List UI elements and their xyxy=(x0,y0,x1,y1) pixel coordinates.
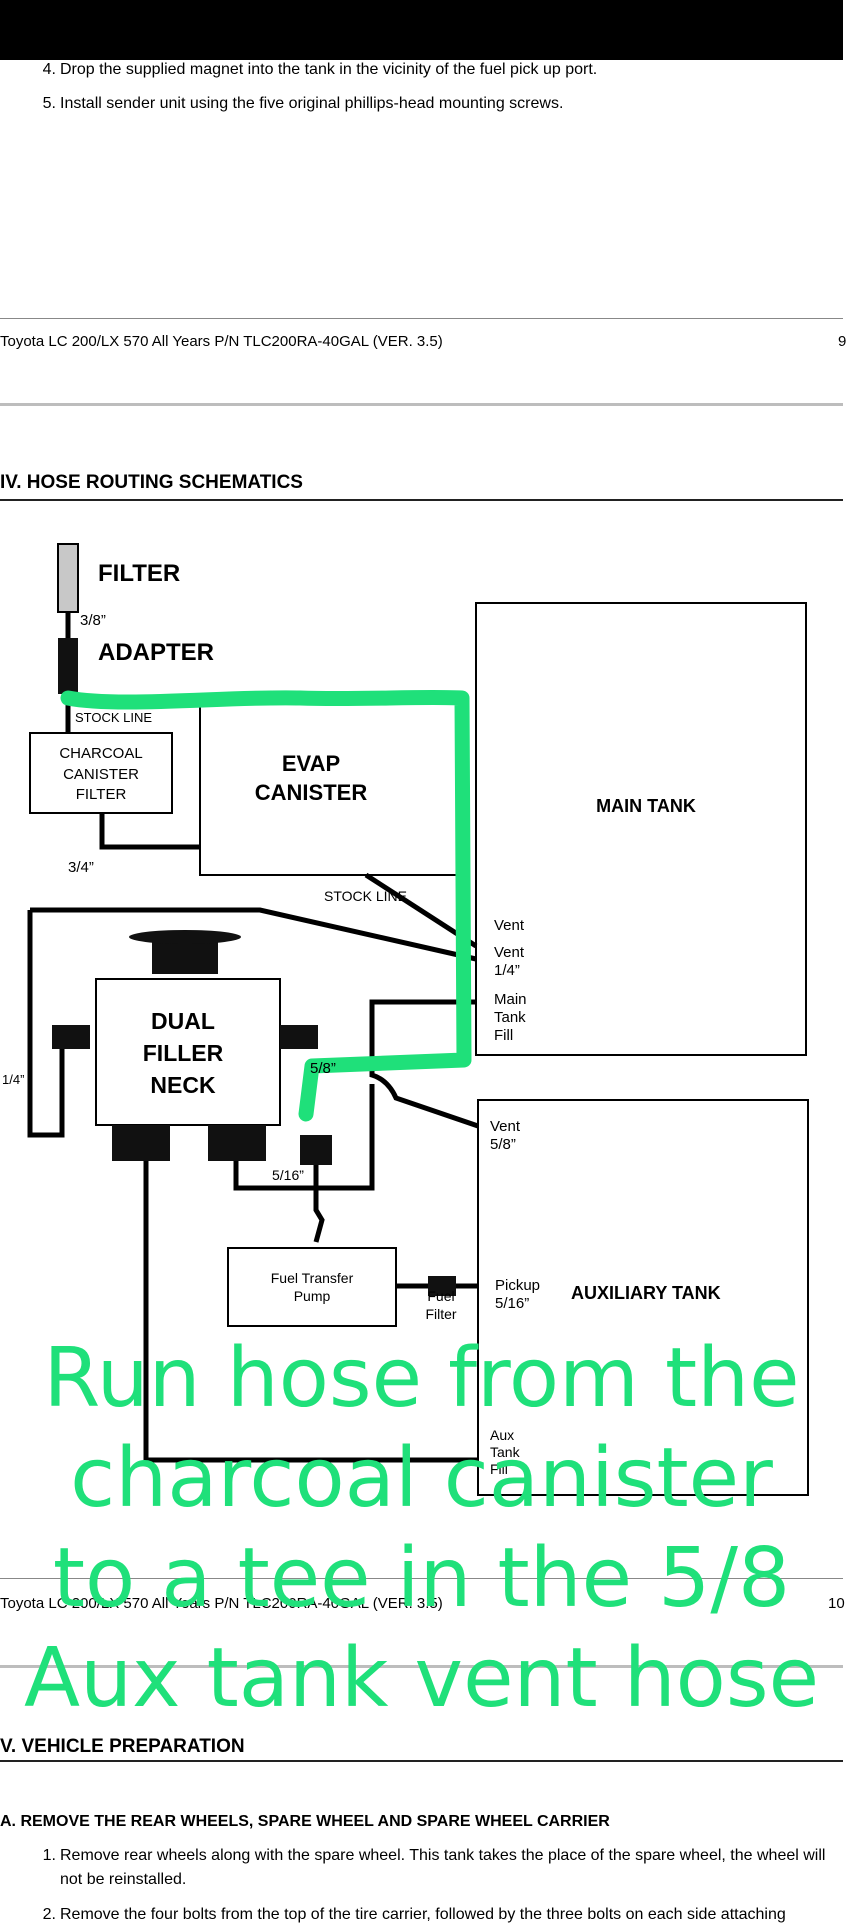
adapter-icon xyxy=(58,638,78,694)
heading-rule xyxy=(0,1760,843,1762)
diagram-shape xyxy=(99,813,200,850)
page-footer: Toyota LC 200/LX 570 All Years P/N TLC20… xyxy=(0,333,443,350)
diagram-label: Vent xyxy=(494,917,525,934)
hose-routing-diagram: FILTER 3/8” ADAPTER STOCK LINE CHARCOAL … xyxy=(2,543,809,1496)
diagram-shape xyxy=(112,1125,170,1161)
page-break xyxy=(0,1665,843,1668)
page-number: 9 xyxy=(838,333,846,350)
diagram-label: Tank xyxy=(494,1009,526,1026)
filter-icon xyxy=(57,543,79,613)
diagram-label: MAIN TANK xyxy=(596,796,696,816)
diagram-label: CANISTER xyxy=(255,780,368,805)
fuel-filter-icon xyxy=(428,1276,456,1296)
diagram-label: NECK xyxy=(150,1072,216,1098)
diagram-label: Vent xyxy=(490,1118,521,1135)
diagram-label: Pickup xyxy=(495,1277,540,1294)
diagram-label: Vent xyxy=(494,944,525,961)
diagram-label: 3/4” xyxy=(68,859,94,876)
diagram-label: Pump xyxy=(294,1288,331,1304)
evap-canister-box xyxy=(199,699,463,876)
diagram-label: 5/16” xyxy=(495,1295,529,1312)
diagram-label: ADAPTER xyxy=(98,639,214,666)
page-number: 10 xyxy=(828,1595,845,1612)
footer-divider xyxy=(0,318,843,319)
diagram-label: STOCK LINE xyxy=(75,710,152,725)
diagram-label: Tank xyxy=(490,1444,521,1460)
diagram-shape xyxy=(300,1135,332,1165)
diagram-label: Fuel Transfer xyxy=(271,1270,354,1286)
diagram-label: EVAP xyxy=(282,751,340,776)
diagram-label: Main xyxy=(494,991,527,1008)
diagram-label: 5/8” xyxy=(310,1060,336,1077)
diagram-label: Fuel xyxy=(427,1288,454,1304)
diagram-shape xyxy=(369,999,476,1013)
page-footer: Toyota LC 200/LX 570 All Years P/N TLC20… xyxy=(0,1595,443,1612)
diagram-label: 1/4” xyxy=(2,1072,24,1087)
diagram-shape xyxy=(208,1125,266,1161)
handwritten-note-line: to a tee in the 5/8 xyxy=(52,1531,791,1626)
hand-drawn-route xyxy=(60,689,472,1122)
charcoal-canister-filter-box xyxy=(29,732,173,814)
dual-filler-neck-box xyxy=(95,978,281,1126)
diagram-label: 1/4” xyxy=(494,962,520,979)
diagram-shape xyxy=(369,1013,479,1129)
diagram-shape xyxy=(129,930,241,944)
diagram-label: FILTER xyxy=(76,786,127,803)
diagram-label: DUAL xyxy=(151,1008,215,1034)
page-break xyxy=(0,403,843,406)
diagram-label: FILLER xyxy=(143,1040,224,1066)
diagram-label: FILTER xyxy=(98,560,180,587)
diagram-shape xyxy=(233,1084,375,1191)
diagram-label: CANISTER xyxy=(63,766,139,783)
main-tank-box xyxy=(475,602,807,1056)
diagram-label: Fill xyxy=(490,1461,508,1477)
diagram-label: STOCK LINE xyxy=(324,888,407,904)
section-heading: V. VEHICLE PREPARATION xyxy=(0,1736,245,1757)
diagram-label: CHARCOAL xyxy=(59,745,142,762)
diagram-label: Filter xyxy=(425,1306,456,1322)
diagram-shape xyxy=(143,1146,478,1463)
diagram-label: Aux xyxy=(490,1427,514,1443)
handwritten-note-line: Run hose from the xyxy=(43,1331,800,1426)
auxiliary-tank-box xyxy=(477,1099,809,1496)
heading-rule xyxy=(0,499,843,501)
diagram-shape xyxy=(30,907,477,962)
top-black-bar xyxy=(0,0,843,60)
handwritten-note-line: Aux tank vent hose xyxy=(23,1631,820,1726)
diagram-label: AUXILIARY TANK xyxy=(571,1283,721,1303)
fuel-transfer-pump-box xyxy=(227,1247,397,1327)
diagram-label: Fill xyxy=(494,1027,513,1044)
diagram-shape xyxy=(313,1165,325,1243)
handwritten-note-line: charcoal canister xyxy=(70,1431,773,1526)
diagram-shape xyxy=(27,910,65,1138)
diagram-label: 5/16” xyxy=(272,1167,304,1183)
diagram-label: 3/8” xyxy=(80,612,106,629)
footer-divider xyxy=(0,1578,843,1579)
diagram-shape xyxy=(280,1025,318,1049)
subsection-heading: A. REMOVE THE REAR WHEELS, SPARE WHEEL A… xyxy=(0,1813,610,1830)
section-heading: IV. HOSE ROUTING SCHEMATICS xyxy=(0,472,303,493)
diagram-label: 5/8” xyxy=(490,1136,516,1153)
diagram-shape xyxy=(52,1025,90,1049)
